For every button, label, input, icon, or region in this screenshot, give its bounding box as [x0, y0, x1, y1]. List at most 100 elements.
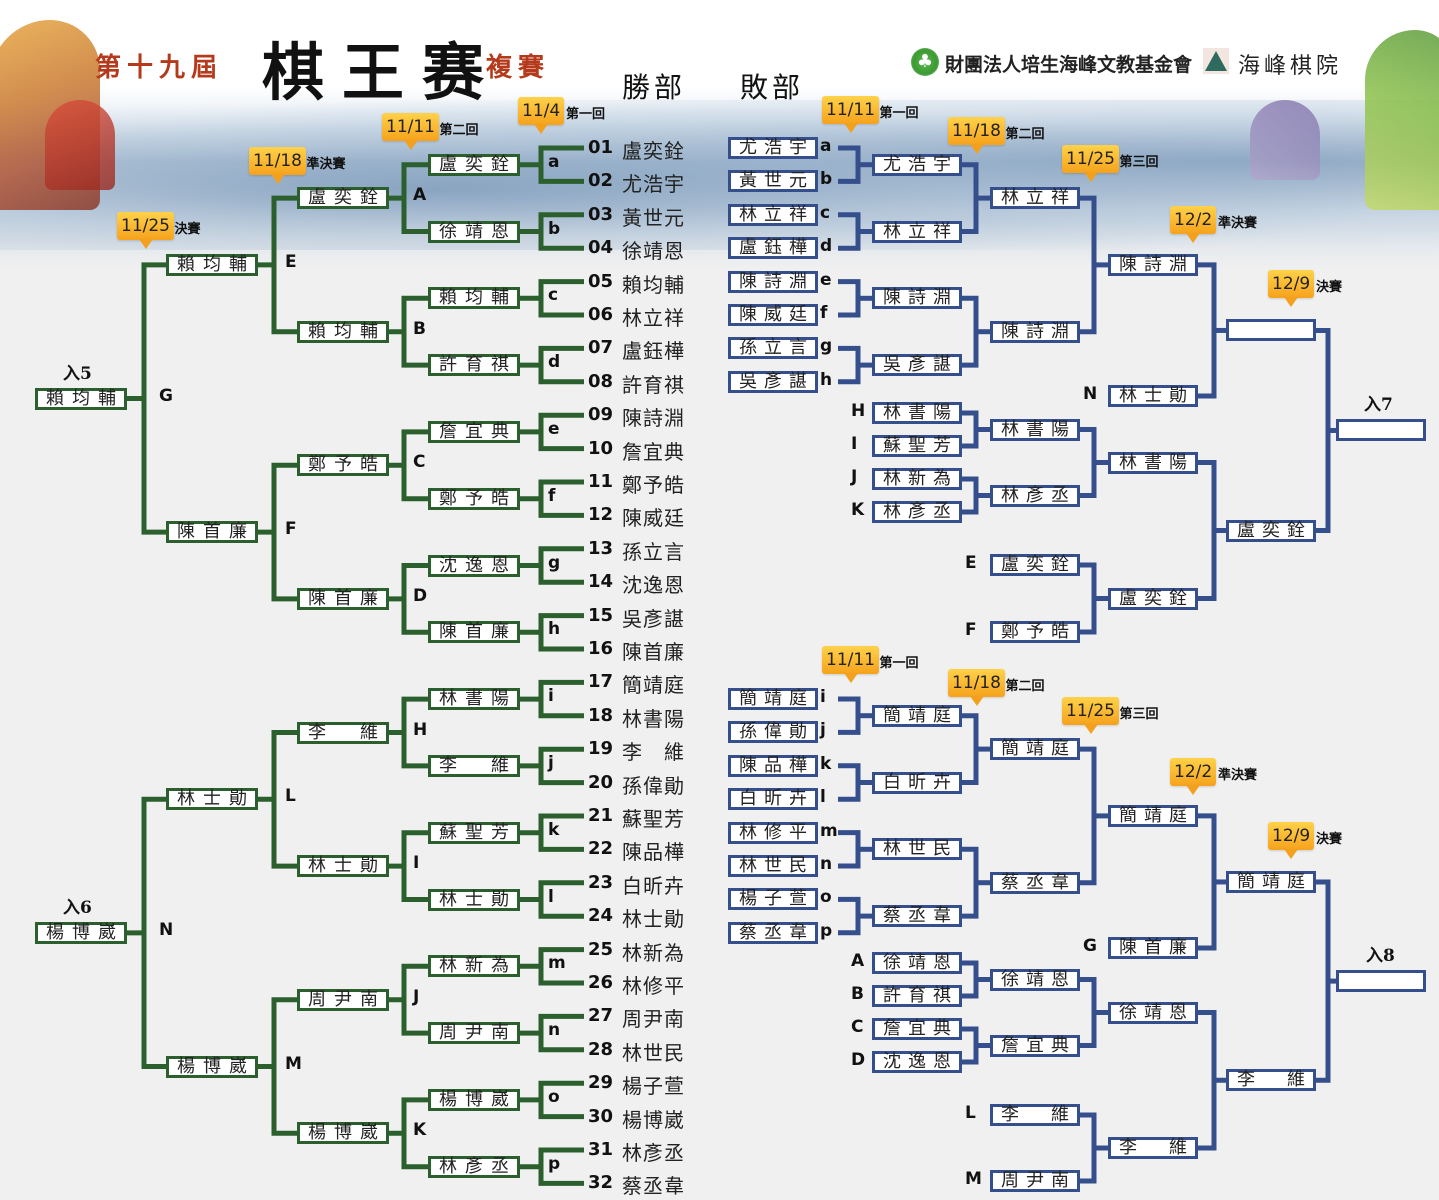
date-tag: 11/11 [822, 646, 879, 683]
match-label: a [548, 151, 560, 172]
winners-section-title: 勝部 [622, 71, 687, 104]
name-char: 蔡 [883, 905, 901, 927]
name-char: 丞 [1051, 484, 1069, 506]
match-label: F [285, 519, 297, 540]
date-tag: 11/11 [382, 113, 439, 150]
drop-in-player-box: 沈逸恩 [872, 1051, 962, 1073]
name-char: 典 [933, 1018, 951, 1039]
name-char: 林 [883, 838, 901, 860]
name-char: 陳 [1119, 253, 1137, 275]
name-char: 蘇 [883, 435, 901, 456]
loser-r2-winner-box: 簡靖庭 [990, 738, 1080, 761]
name-char: 宇 [933, 153, 951, 175]
winner-r1-box: 周尹南 [428, 1022, 520, 1045]
name-char: 皓 [360, 454, 378, 476]
name-char: 林 [308, 855, 326, 877]
seed-name: 孫立言 [622, 539, 685, 564]
round-name: 準決賽 [306, 157, 346, 172]
match-label: A [413, 185, 427, 206]
name-char: 士 [1144, 385, 1162, 406]
name-char: 彥 [764, 370, 782, 392]
winner-r1-box: 許育祺 [428, 354, 520, 377]
winner-r2-box: 李維 [297, 721, 389, 744]
seed-name: 許育祺 [622, 372, 685, 397]
name-char: 勛 [360, 855, 378, 877]
name-char: 予 [1026, 621, 1044, 642]
name-char: 恩 [491, 220, 509, 242]
loser-r1-winner-box: 陳詩淵 [872, 287, 962, 310]
name-char: 詹 [883, 1018, 901, 1039]
seed-name: 尤浩宇 [622, 172, 685, 197]
bracket-connector [1198, 262, 1217, 399]
match-label: h [548, 619, 561, 640]
seed-name: 楊博崴 [622, 1107, 685, 1132]
name-char: 勛 [229, 788, 247, 810]
name-char: 為 [491, 955, 509, 977]
name-char: 廉 [1169, 937, 1187, 958]
name-char: 林 [439, 888, 457, 910]
name-char: 輔 [98, 387, 116, 409]
seed-name: 徐靖恩 [622, 239, 685, 264]
round-name: 第一回 [879, 656, 919, 671]
loser-r1-player-box: 林世民 [728, 855, 818, 877]
seed-number: 28 [588, 1038, 614, 1060]
match-label: N [1083, 384, 1098, 404]
name-char: 書 [908, 402, 926, 423]
winner-semi-box: 林士勛 [166, 788, 258, 811]
name-char: 靖 [1262, 870, 1280, 892]
name-char: 沈 [883, 1051, 901, 1072]
loser-r1-player-box: 白昕卉 [728, 788, 818, 811]
seed-name: 林世民 [622, 1040, 685, 1065]
round-name: 第二回 [1005, 679, 1045, 694]
name-char: 諶 [933, 354, 951, 376]
winner-r1-box: 沈逸恩 [428, 554, 520, 577]
drop-in-player-box: 徐靖恩 [872, 952, 962, 974]
name-char: 恩 [1169, 1001, 1187, 1023]
name-char: 庭 [789, 688, 807, 709]
winner-r2-box: 楊博崴 [297, 1122, 389, 1145]
name-char: 勛 [1169, 385, 1187, 406]
drop-in-player-box: 詹宜典 [872, 1018, 962, 1040]
seed-number: 26 [588, 972, 614, 993]
bracket-connector [1080, 1112, 1097, 1184]
name-char: 徐 [1001, 968, 1019, 990]
name-char: 立 [908, 220, 926, 242]
name-char: 林 [1001, 187, 1019, 209]
name-char: 民 [933, 838, 951, 860]
match-label: p [548, 1153, 561, 1174]
bracket-connector [838, 696, 861, 735]
round-name: 第一回 [566, 107, 606, 122]
name-char: 靖 [908, 704, 926, 726]
name-char: 盧 [439, 153, 457, 175]
bracket-connector [1080, 427, 1097, 498]
round-name: 決賽 [1316, 832, 1343, 847]
bracket-connector [962, 476, 979, 515]
name-char: 詩 [1144, 253, 1162, 275]
name-char: 尤 [883, 153, 901, 175]
match-label: J [851, 467, 858, 487]
name-char: 昕 [908, 771, 926, 793]
winner-r1-box: 盧奕銓 [428, 153, 520, 176]
winner-r1-box: 林書陽 [428, 688, 520, 711]
seed-number: 21 [588, 805, 614, 826]
qualifier-box [1336, 419, 1426, 442]
name-char: 賴 [308, 320, 326, 342]
name-char: 勛 [491, 888, 509, 910]
name-char: 典 [491, 420, 509, 442]
name-char: 祺 [933, 985, 951, 1006]
name-char: 書 [1144, 451, 1162, 473]
seed-number: 22 [588, 838, 614, 860]
entry-label: 入6 [63, 897, 92, 918]
name-char: 簡 [1237, 870, 1255, 892]
bracket-connector [962, 162, 979, 234]
seed-name: 周尹南 [622, 1007, 685, 1032]
round-name: 準決賽 [1218, 216, 1258, 231]
name-char: 浩 [908, 153, 926, 175]
seed-number: 08 [588, 370, 614, 392]
match-label: E [965, 553, 977, 573]
name-char: 韋 [789, 921, 807, 943]
seed-name: 楊子萱 [622, 1074, 685, 1099]
name-char: 陳 [177, 521, 195, 543]
name-char: 書 [1026, 418, 1044, 440]
loser-abcd-final-box: 徐靖恩 [1108, 1001, 1198, 1024]
